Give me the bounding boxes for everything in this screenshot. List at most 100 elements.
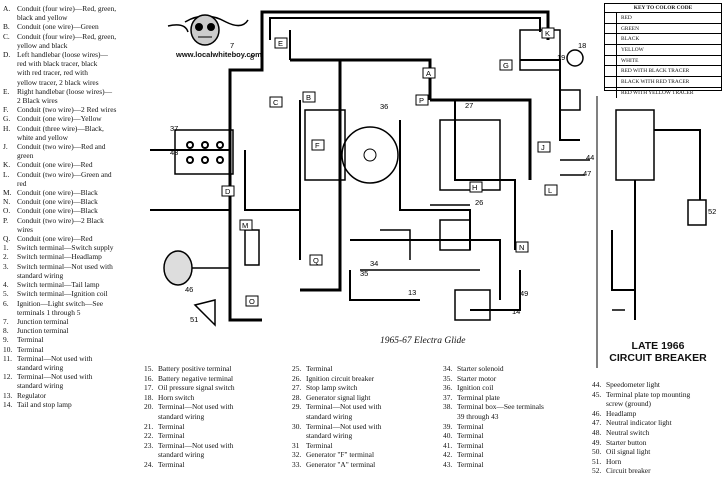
legend-item-text: Circuit breaker [606, 466, 651, 476]
legend-item-text: Terminal [17, 344, 44, 354]
legend-item-text: Conduit (one wire)—Yellow [17, 114, 102, 124]
legend-item-key: 32. [292, 450, 302, 460]
label-46: 46 [185, 285, 193, 294]
legend-item-key: 16. [144, 373, 154, 383]
legend-item: B.Conduit (one wire)—Green [3, 22, 161, 31]
label-7: 7 [230, 41, 234, 50]
legend-item-text: Terminal [457, 440, 484, 450]
legend-item-text: Switch terminal—Not used with standard w… [17, 261, 113, 280]
legend-item: 3.Switch terminal—Not used with standard… [3, 262, 161, 280]
label-36: 36 [380, 102, 388, 111]
legend-item: 40.Terminal [443, 431, 583, 441]
legend-item: 1.Switch terminal—Switch supply [3, 243, 161, 252]
legend-item: 9.Terminal [3, 335, 161, 344]
legend-item: 52.Circuit breaker [592, 466, 724, 476]
legend-item: K. Conduit (one wire)—Red [3, 160, 161, 169]
legend-item-text: Oil pressure signal switch [158, 383, 235, 393]
color-swatch [605, 23, 617, 34]
legend-item: 34.Starter solenoid [443, 364, 583, 374]
legend-item-text: Terminal plate top mounting screw (groun… [606, 389, 691, 409]
legend-item-text: Terminal [158, 431, 185, 441]
inset-label-line2: CIRCUIT BREAKER [609, 352, 707, 364]
legend-item-key: K. [3, 160, 11, 170]
color-key-row: RED WITH YELLOW TRACER [605, 87, 721, 98]
legend-item-key: N. [3, 197, 11, 207]
legend-item: 24.Terminal [144, 460, 284, 470]
label-37: 37 [170, 124, 178, 133]
svg-text:D: D [225, 187, 231, 196]
legend-item-key: G. [3, 114, 11, 124]
diagram-title: 1965-67 Electra Glide [380, 336, 466, 346]
legend-item-key: H. [3, 123, 11, 133]
legend-item-text: Terminal [457, 459, 484, 469]
legend-item-text: Battery negative terminal [158, 373, 234, 383]
legend-item-key: 12. [3, 372, 13, 382]
legend-item: 8.Junction terminal [3, 326, 161, 335]
callout-j: J [537, 141, 551, 153]
legend-item-key: O. [3, 206, 11, 216]
legend-item-key: 41. [443, 440, 453, 450]
legend-item: 13.Regulator [3, 391, 161, 400]
legend-item-key: 48. [592, 427, 602, 437]
legend-item: 33.Generator "A" terminal [292, 460, 422, 470]
callout-a: A [422, 67, 436, 79]
legend-item-key: 26. [292, 373, 302, 383]
color-key-row: RED WITH BLACK TRACER [605, 66, 721, 78]
legend-item: 48.Neutral switch [592, 428, 724, 438]
legend-item-text: Horn switch [158, 392, 195, 402]
legend-item-key: L. [3, 169, 10, 179]
legend-item: P.Conduit (two wire)—2 Black wires [3, 216, 161, 234]
color-swatch [605, 55, 617, 66]
legend-item: J.Conduit (two wire)—Red and green [3, 142, 161, 160]
legend-item: 41. Terminal [443, 441, 583, 451]
legend-item: 39.Terminal [443, 422, 583, 432]
legend-conduits-terminals: A.Conduit (four wire)—Red, green, black … [3, 4, 161, 409]
legend-item-text: Stop lamp switch [306, 383, 358, 393]
legend-item-key: 17. [144, 383, 154, 393]
legend-item: G. Conduit (one wire)—Yellow [3, 114, 161, 123]
callout-m: M [239, 219, 253, 231]
color-key-label: BLACK [621, 36, 640, 43]
svg-text:J: J [541, 143, 545, 152]
legend-item-key: 47. [592, 418, 602, 428]
legend-item-text: Conduit (two wire)—Red and green [17, 142, 106, 161]
legend-item: 15.Battery positive terminal [144, 364, 284, 374]
callout-b: B [302, 91, 316, 103]
color-key-row: RED [605, 13, 721, 24]
legend-item-text: Conduit (one wire)—Red [17, 160, 93, 170]
legend-item-text: Conduit (one wire)—Red [17, 234, 93, 244]
legend-item-text: Terminal [306, 440, 333, 450]
legend-item: H.Conduit (three wire)—Black, white and … [3, 124, 161, 142]
svg-text:G: G [503, 61, 509, 70]
svg-text:N: N [519, 243, 524, 252]
legend-item-key: 43. [443, 459, 453, 469]
legend-item: 50.Oil signal light [592, 447, 724, 457]
legend-item-key: 4. [3, 280, 9, 290]
legend-item-text: Terminal—Not used with standard wiring [158, 440, 234, 460]
callout-p: P [415, 94, 429, 106]
label-35: 35 [360, 269, 368, 278]
legend-item-key: 40. [443, 431, 453, 441]
legend-item-key: 33. [292, 459, 302, 469]
legend-item-text: Conduit (one wire)—Black [17, 197, 98, 207]
legend-item-key: 1. [3, 243, 9, 253]
color-key-row: YELLOW [605, 45, 721, 56]
label-43: 43 [170, 148, 178, 157]
legend-item-text: Regulator [17, 390, 47, 400]
svg-text:P: P [419, 96, 424, 105]
skull-logo [167, 14, 249, 46]
svg-text:B: B [306, 93, 311, 102]
legend-item-text: Starter motor [457, 373, 497, 383]
color-key-label: WHITE [621, 57, 639, 64]
legend-item-key: F. [3, 105, 9, 115]
legend-item: 21.Terminal [144, 422, 284, 432]
label-51: 51 [190, 315, 198, 324]
legend-item-key: P. [3, 215, 9, 225]
callout-o: O [245, 295, 259, 307]
color-key-label: GREEN [621, 25, 639, 32]
legend-item-key: 8. [3, 326, 9, 336]
callout-e: E [274, 37, 288, 49]
legend-item-text: Terminal—Not used with standard wiring [158, 402, 234, 421]
legend-item-text: Generator signal light [306, 392, 371, 402]
